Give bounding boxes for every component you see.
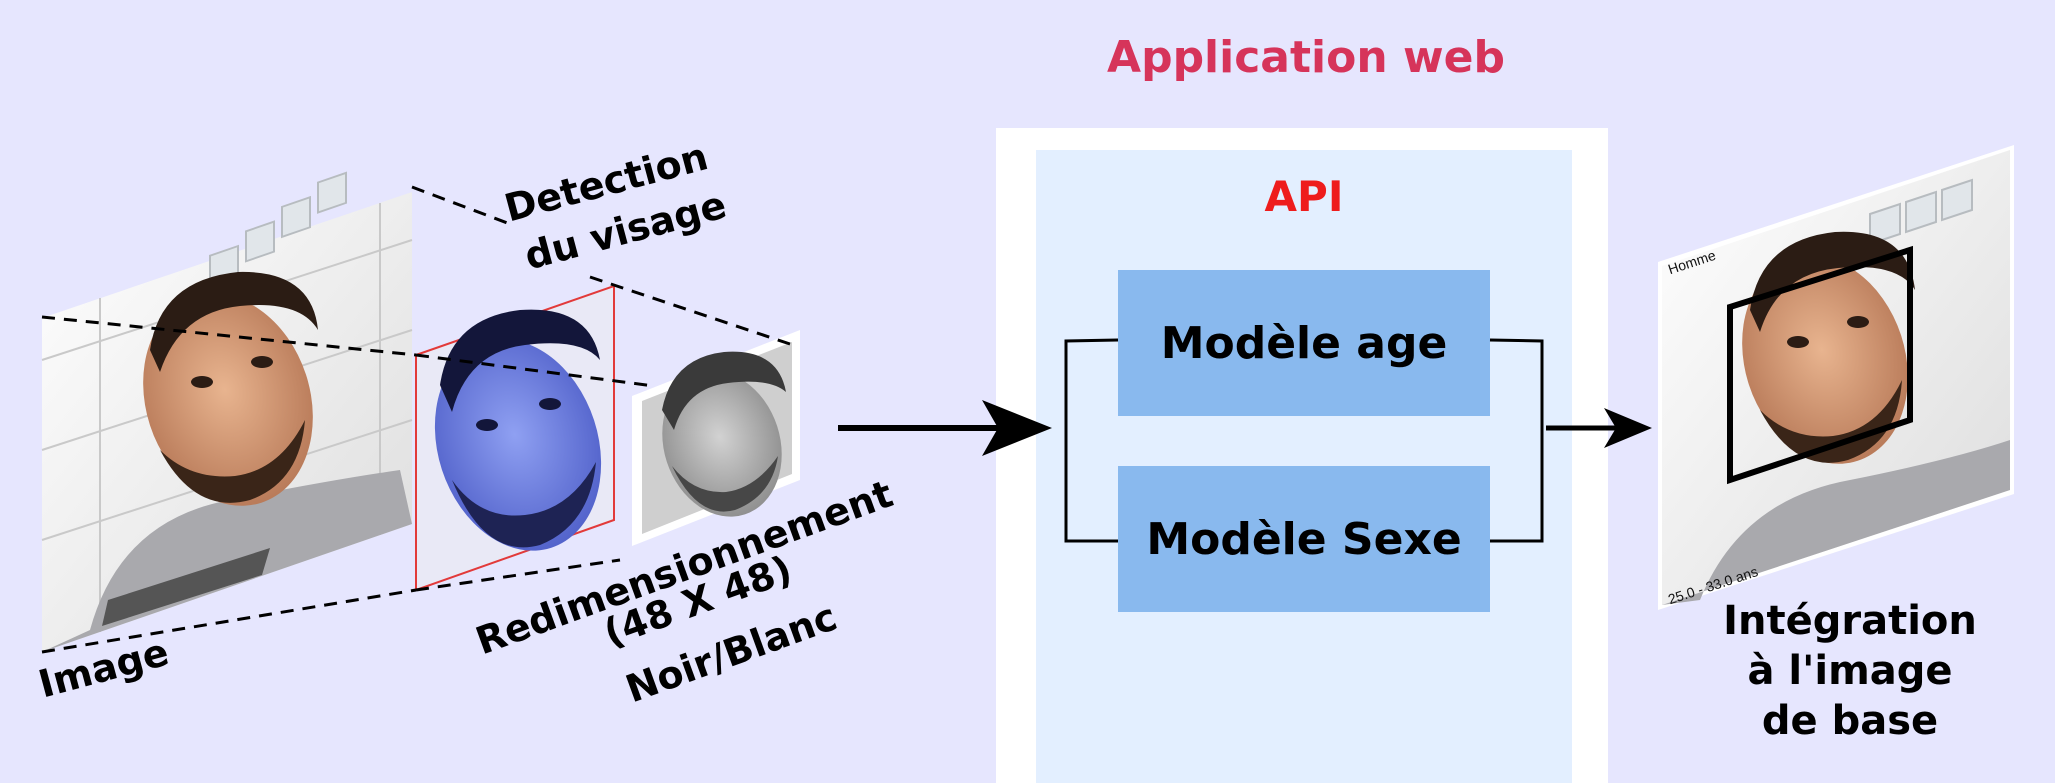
face-bounding-box [1727, 245, 1913, 485]
projection-lines [41, 185, 791, 654]
arrow-right-icon [982, 400, 1052, 456]
integration-label-line1: Intégration [1723, 598, 1977, 644]
web-app-title: Application web [1107, 32, 1505, 83]
detected-face [415, 284, 615, 592]
model-sexe-box: Modèle Sexe [1118, 466, 1490, 612]
arrow-right-icon [1604, 408, 1652, 448]
output-image [1658, 145, 2014, 610]
source-image [41, 171, 413, 652]
api-title: API [1264, 172, 1344, 221]
model-age-box: Modèle age [1118, 270, 1490, 416]
resized-face [632, 330, 800, 546]
left-bracket [1064, 338, 1119, 543]
right-bracket [1489, 338, 1544, 543]
integration-label-line2: à l'image [1747, 648, 1953, 694]
integration-label-line3: de base [1761, 698, 1939, 744]
integration-label: Intégration à l'image de base [1680, 596, 2020, 746]
